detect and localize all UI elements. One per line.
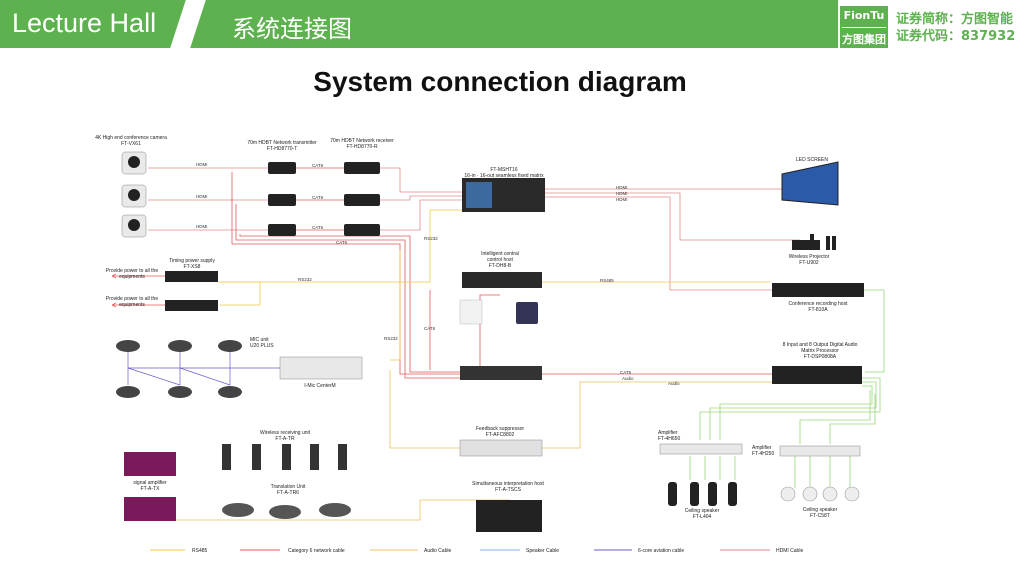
wire-label-hdmi: HDMI — [616, 197, 628, 202]
header-left-band — [0, 0, 186, 48]
wire-label-hdmi: HDMI — [196, 162, 208, 167]
power-arrows — [111, 273, 165, 308]
legend-audio: Audio Cable — [424, 548, 452, 554]
wire-label-cat6: CAT6 — [424, 326, 436, 331]
column-speaker-icon — [668, 482, 737, 506]
wire-label-cat6: CAT6 — [312, 225, 324, 230]
led-screen-icon — [781, 161, 839, 206]
control-host-device — [462, 272, 542, 288]
mic-unit-icon — [116, 340, 242, 398]
legend-cat6: Category 6 network cable — [288, 548, 345, 554]
logo-text-top: FionTu — [843, 9, 885, 22]
amplifier-1 — [659, 443, 743, 455]
projector-icon — [792, 240, 820, 250]
stock-name: 证券简称：方图智能 — [896, 12, 1014, 27]
hdbt-boxes — [268, 162, 380, 236]
network-switch-device — [460, 366, 542, 380]
wire-label-audio: Audio — [622, 376, 634, 381]
wire-label-cat6: CAT6 — [336, 240, 348, 245]
amplifier-2 — [779, 445, 861, 457]
ceiling-speaker-icon — [780, 486, 860, 502]
speaker-lines — [689, 289, 885, 488]
power-supply-device-2 — [165, 300, 218, 311]
dsp-device — [772, 366, 862, 384]
recorder-device — [772, 283, 864, 297]
wire-label-rs232: RS232 — [424, 236, 438, 241]
aviation-lines — [127, 350, 280, 386]
interp-host-device — [476, 500, 542, 532]
legend-rs485: RS485 — [192, 548, 208, 554]
rs232-lines — [218, 209, 770, 361]
header-green-band — [186, 0, 838, 48]
feedback-device — [459, 439, 543, 457]
led-label: LED SCREEN — [796, 157, 828, 163]
header-title: Lecture Hall — [12, 8, 157, 38]
translation-unit-icon — [222, 503, 351, 519]
wire-label-cat6: CAT6 — [312, 163, 324, 168]
stock-code: 证券代码：837932 — [896, 29, 1016, 44]
header-title-cn: 系统连接图 — [232, 15, 352, 43]
wire-label-rs232: RS232 — [298, 277, 312, 282]
legend-aviation: 6-core aviation cable — [638, 548, 685, 554]
logo-text-bottom: 方图集团 — [842, 27, 886, 47]
signal-amp-panel-2 — [124, 497, 176, 521]
mic-center-label: I-Mic CenterM — [304, 383, 336, 389]
audio-lines — [175, 370, 772, 521]
legend-speaker: Speaker Cable — [526, 548, 560, 554]
company-logo: FionTu 方图集团 — [840, 6, 888, 48]
wire-label-audio: Audio — [668, 381, 680, 386]
mic-center-device — [279, 356, 363, 380]
wire-label-hdmi: HDMI — [616, 191, 628, 196]
wire-label-rs485: RS485 — [600, 278, 614, 283]
wire-label-hdmi: HDMI — [616, 185, 628, 190]
hdmi-lines — [148, 167, 800, 291]
wire-label-hdmi: HDMI — [196, 224, 208, 229]
header-bar: Lecture Hall 系统连接图 FionTu 方图集团 证券简称：方图智能… — [0, 0, 1024, 52]
router-icon — [459, 299, 483, 325]
legend-hdmi: HDMI Cable — [776, 548, 804, 554]
diagram-title: System connection diagram — [313, 66, 687, 97]
wire-label-hdmi: HDMI — [196, 194, 208, 199]
wire-label-cat6: CAT6 — [620, 370, 632, 375]
camera-icon — [121, 151, 147, 238]
signal-amp-panel — [124, 452, 176, 476]
wireless-rx-icon — [222, 444, 347, 470]
power-supply-device — [165, 271, 218, 282]
tablet-icon — [516, 302, 538, 324]
wire-label-cat6: CAT6 — [312, 195, 324, 200]
cat6-lines — [231, 167, 772, 379]
wire-label-rs232: RS232 — [384, 336, 398, 341]
